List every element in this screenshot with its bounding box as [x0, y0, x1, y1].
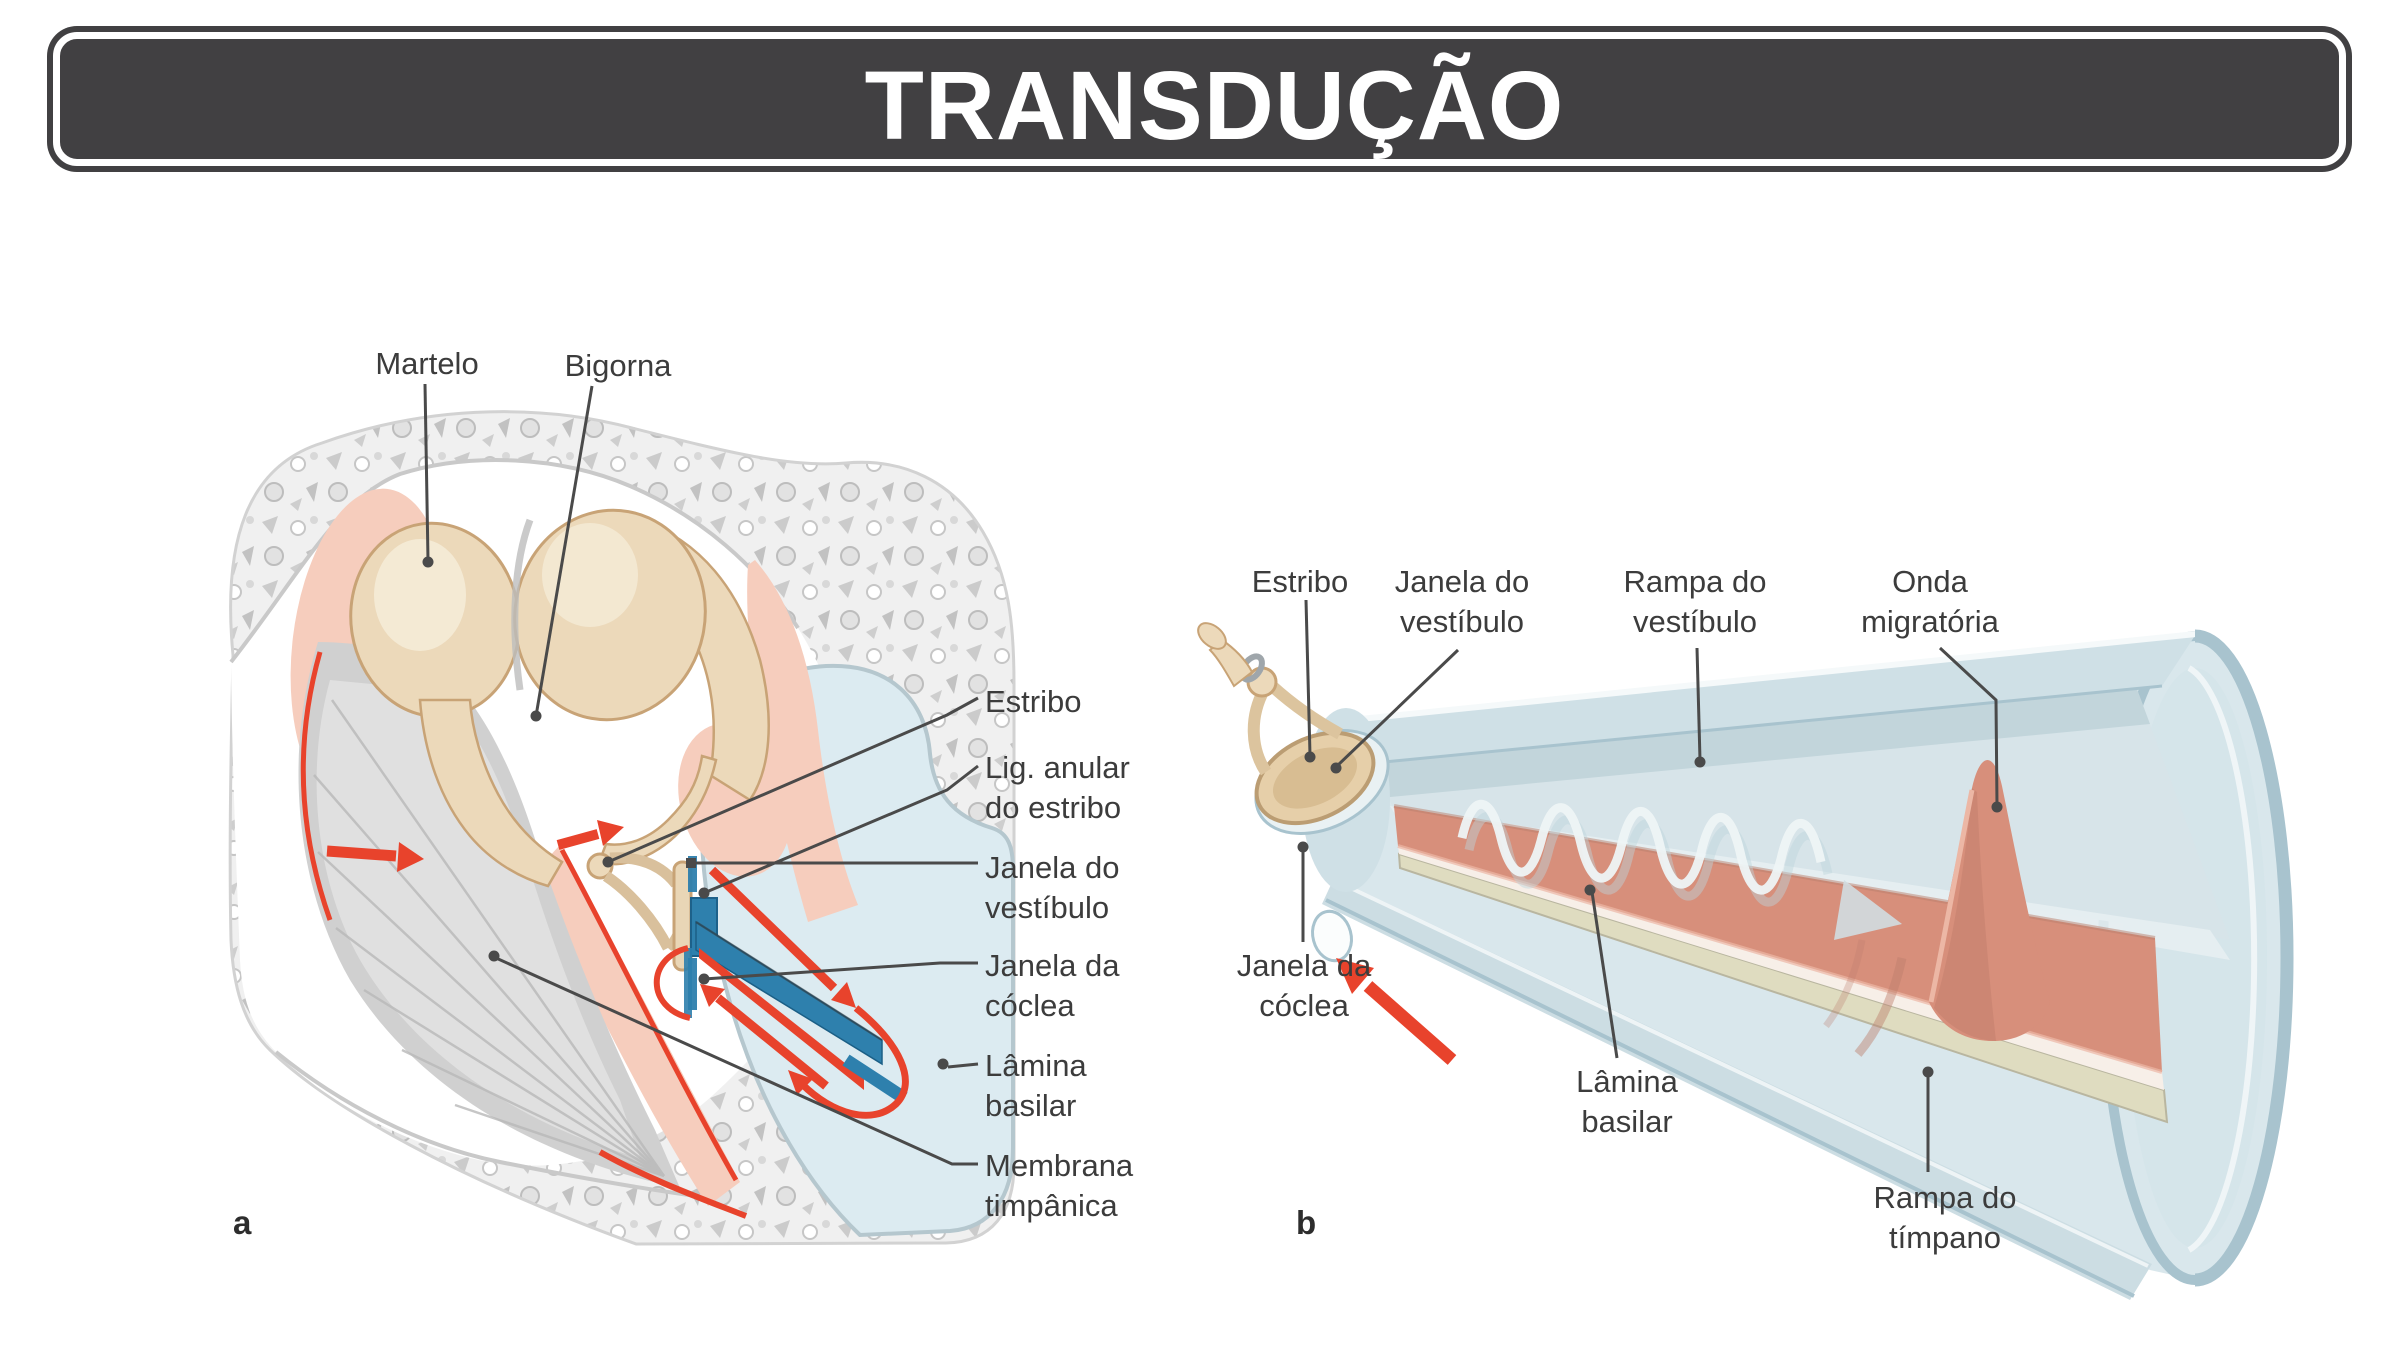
round-window: [653, 945, 692, 1021]
label-martelo: Martelo: [375, 346, 479, 381]
label-janela-do-vestibulo-b: Janela do vestíbulo: [1394, 564, 1530, 639]
membrane-red-edges: [300, 651, 748, 1219]
figure-a-leader-dots: [422, 556, 949, 1070]
pressure-wave-arrow: [1457, 800, 1902, 940]
label-lamina-basilar-b: Lâmina basilar: [1576, 1064, 1678, 1139]
slide-title: TRANSDUÇÃO: [864, 51, 1565, 160]
panel-letter-a: a: [233, 1204, 252, 1241]
malleus-bone: [349, 521, 564, 888]
label-rampa-do-timpano: Rampa do tímpano: [1873, 1180, 2017, 1255]
traveling-wave-peak: [1928, 759, 2050, 1042]
panel-letter-b: b: [1296, 1204, 1317, 1241]
tube-rim-inner-highlight: [2187, 665, 2258, 1253]
round-window-arrow: [1336, 958, 1457, 1065]
tympanic-membrane: [298, 642, 680, 1188]
cavity-rim-top: [229, 458, 800, 664]
label-bigorna: Bigorna: [564, 348, 672, 383]
tube-bottom-wall: [1322, 878, 2152, 1300]
label-janela-da-coclea-b: Janela da cóclea: [1236, 948, 1372, 1023]
sound-flow-arrows: [326, 820, 909, 1119]
figure-b-leader-dots: [1297, 751, 2003, 1078]
label-janela-do-vestibulo-a: Janela do vestíbulo: [985, 850, 1120, 925]
label-janela-da-coclea-a: Janela da cóclea: [985, 948, 1120, 1023]
label-lamina-basilar-a: Lâmina basilar: [985, 1048, 1087, 1123]
figure-a-illustration: [228, 383, 1016, 1246]
tube-rim-near: [2194, 629, 2294, 1287]
tube-top-wall: [1349, 631, 2197, 766]
label-onda-migratoria: Onda migratória: [1861, 564, 1999, 639]
figure-b-leader-lines: [1301, 599, 1999, 1172]
basilar-lamina-channel: [695, 920, 908, 1104]
label-lig-anular-do-estribo: Lig. anular do estribo: [985, 750, 1130, 825]
label-rampa-do-vestibulo: Rampa do vestíbulo: [1623, 564, 1767, 639]
interior-shading: [1366, 684, 2150, 798]
label-estribo-a: Estribo: [985, 684, 1082, 719]
cavity-rim-bottom: [274, 1050, 711, 1200]
label-membrana-timpanica: Membrana timpânica: [985, 1148, 1134, 1223]
figure-b-illustration: [1197, 599, 2294, 1300]
slide-title-bar: TRANSDUÇÃO: [53, 32, 2346, 166]
figure-a-leader-lines: [423, 383, 979, 1166]
label-estribo-b: Estribo: [1251, 564, 1349, 599]
